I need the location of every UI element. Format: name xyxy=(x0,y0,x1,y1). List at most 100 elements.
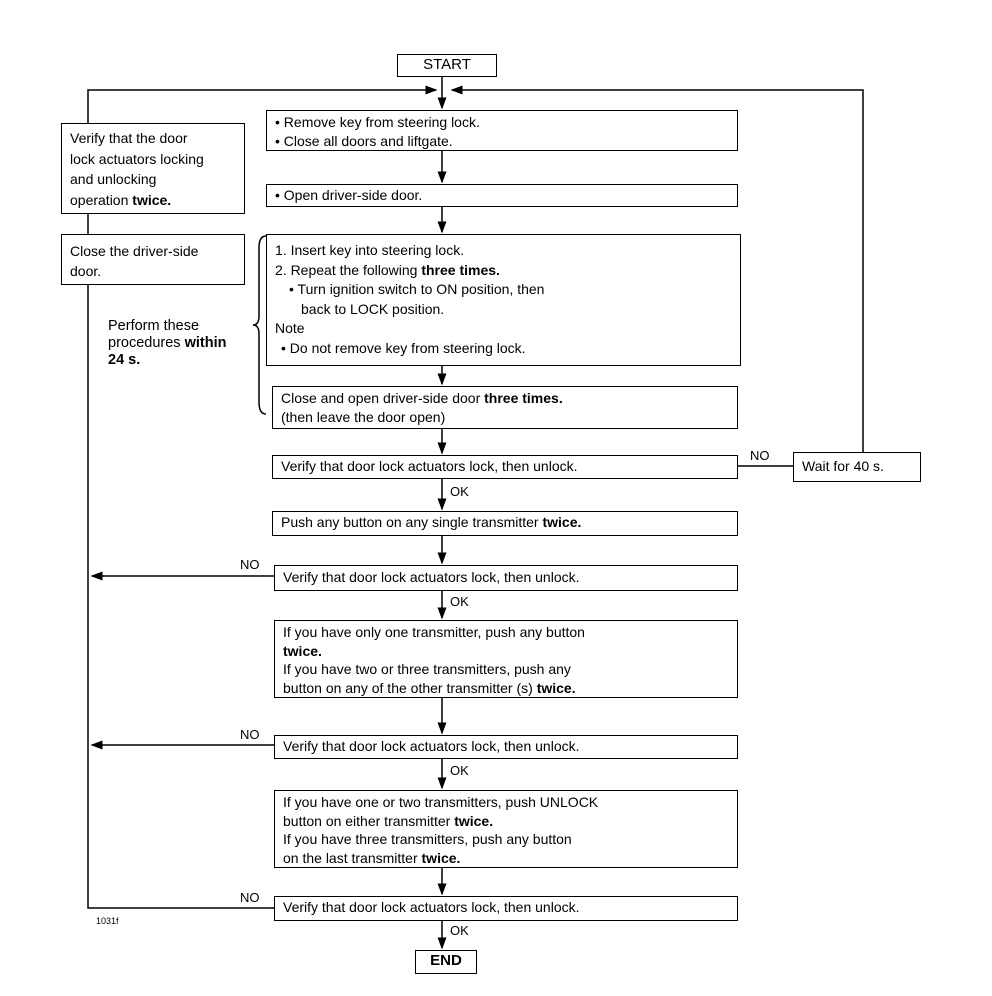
text: button on either transmitter xyxy=(283,812,455,829)
text: (then leave the door open) xyxy=(281,408,446,425)
text: • Turn ignition switch to ON position, t… xyxy=(289,281,545,297)
text-line: door. xyxy=(70,261,236,281)
emphasis-text: three times. xyxy=(421,261,500,278)
step-box-verify-4: Verify that door lock actuators lock, th… xyxy=(274,896,738,921)
brace xyxy=(252,235,267,415)
start-label: START xyxy=(423,56,471,73)
step-box-push-other: If you have only one transmitter, push a… xyxy=(274,620,738,698)
ok-label: OK xyxy=(450,923,469,938)
text-line: Push any button on any single transmitte… xyxy=(281,513,729,532)
emphasis-text: twice. xyxy=(542,514,582,530)
text: 1. Insert key into steering lock. xyxy=(275,242,465,258)
text: Perform these xyxy=(108,318,200,334)
text-line: • Remove key from steering lock. xyxy=(275,113,729,132)
step-box-open-door: • Open driver-side door. xyxy=(266,184,738,207)
text: Close and open driver-side door xyxy=(281,390,485,406)
step-box-close-open-door: Close and open driver-side door three ti… xyxy=(272,386,738,429)
text: • Close all doors and liftgate. xyxy=(275,132,453,149)
text: button on any of the other transmitter (… xyxy=(283,679,537,696)
emphasis-text: within xyxy=(184,335,227,351)
text-line: Perform these xyxy=(108,318,226,335)
text-line: on the last transmitter twice. xyxy=(283,849,729,868)
text: Wait for 40 s. xyxy=(802,458,884,474)
text-line: • Close all doors and liftgate. xyxy=(275,132,729,151)
text-line: Close and open driver-side door three ti… xyxy=(281,389,729,408)
text-line: If you have one or two transmitters, pus… xyxy=(283,793,729,812)
step-box-verify-3: Verify that door lock actuators lock, th… xyxy=(274,735,738,759)
text: • Do not remove key from steering lock. xyxy=(281,339,526,356)
emphasis-text: twice. xyxy=(536,679,576,696)
end-label: END xyxy=(430,952,462,969)
text-line: Close the driver-side xyxy=(70,241,236,261)
text: lock actuators locking xyxy=(70,150,204,167)
text: Verify that door lock actuators lock, th… xyxy=(283,899,580,915)
text: back to LOCK position. xyxy=(301,300,445,317)
text-line: and unlocking xyxy=(70,169,236,190)
text-line: operation twice. xyxy=(70,190,236,211)
emphasis-text: twice. xyxy=(283,642,322,659)
text-line: 2. Repeat the following three times. xyxy=(275,261,732,281)
figure-code: 1031f xyxy=(96,916,119,926)
text-line: • Turn ignition switch to ON position, t… xyxy=(275,280,732,300)
step-box-push-transmitter: Push any button on any single transmitte… xyxy=(272,511,738,536)
text-line: Verify that door lock actuators lock, th… xyxy=(281,457,729,476)
text: procedures xyxy=(108,335,185,351)
text: 2. Repeat the following xyxy=(275,261,422,278)
end-terminal: END xyxy=(415,950,477,974)
start-terminal: START xyxy=(397,54,497,77)
text-line: 1. Insert key into steering lock. xyxy=(275,241,732,261)
step-box-remove-key: • Remove key from steering lock. • Close … xyxy=(266,110,738,151)
text-line: • Do not remove key from steering lock. xyxy=(275,339,732,359)
text-line: procedures within xyxy=(108,335,226,352)
no-label: NO xyxy=(240,557,260,572)
step-box-insert-key: 1. Insert key into steering lock. 2. Repe… xyxy=(266,234,741,366)
text-line: (then leave the door open) xyxy=(281,408,729,427)
text-line: If you have only one transmitter, push a… xyxy=(283,623,729,642)
step-box-wait: Wait for 40 s. xyxy=(793,452,921,482)
text-line: twice. xyxy=(283,642,729,661)
no-label: NO xyxy=(240,727,260,742)
step-box-verify-1: Verify that door lock actuators lock, th… xyxy=(272,455,738,479)
text: • Open driver-side door. xyxy=(275,187,423,203)
emphasis-text: twice. xyxy=(454,812,494,829)
text: If you have one or two transmitters, pus… xyxy=(283,794,599,810)
text: If you have only one transmitter, push a… xyxy=(283,624,585,640)
emphasis-text: 24 s. xyxy=(108,352,141,368)
text-line: Wait for 40 s. xyxy=(802,457,912,476)
no-label: NO xyxy=(750,448,770,463)
text: Push any button on any single transmitte… xyxy=(281,514,543,530)
emphasis-text: twice. xyxy=(421,849,461,866)
step-box-push-unlock: If you have one or two transmitters, pus… xyxy=(274,790,738,868)
emphasis-text: twice. xyxy=(132,191,172,208)
text-line: button on either transmitter twice. xyxy=(283,812,729,831)
text: • Remove key from steering lock. xyxy=(275,114,480,130)
text-line: Verify that door lock actuators lock, th… xyxy=(283,737,729,756)
text-line: If you have three transmitters, push any… xyxy=(283,830,729,849)
text-line: Verify that the door xyxy=(70,128,236,149)
ok-label: OK xyxy=(450,763,469,778)
text: Verify that door lock actuators lock, th… xyxy=(281,458,578,474)
ok-label: OK xyxy=(450,594,469,609)
no-label: NO xyxy=(240,890,260,905)
step-box-close-driver-door: Close the driver-side door. xyxy=(61,234,245,285)
ok-label: OK xyxy=(450,484,469,499)
text: and unlocking xyxy=(70,171,157,187)
step-box-verify-2: Verify that door lock actuators lock, th… xyxy=(274,565,738,591)
text: If you have three transmitters, push any… xyxy=(283,831,572,847)
text-line: • Open driver-side door. xyxy=(275,186,729,205)
text: on the last transmitter xyxy=(283,849,422,866)
text: Verify that the door xyxy=(70,130,188,146)
text: door. xyxy=(70,263,102,279)
text-line: If you have two or three transmitters, p… xyxy=(283,660,729,679)
text: operation xyxy=(70,191,133,208)
text-line: Verify that door lock actuators lock, th… xyxy=(283,898,729,917)
text: If you have two or three transmitters, p… xyxy=(283,661,571,677)
text-line: back to LOCK position. xyxy=(275,300,732,320)
text-line: Note xyxy=(275,319,732,339)
step-box-verify-twice: Verify that the door lock actuators locki… xyxy=(61,123,245,214)
text: Verify that door lock actuators lock, th… xyxy=(283,569,580,585)
text-line: Verify that door lock actuators lock, th… xyxy=(283,568,729,587)
text-line: lock actuators locking xyxy=(70,149,236,170)
